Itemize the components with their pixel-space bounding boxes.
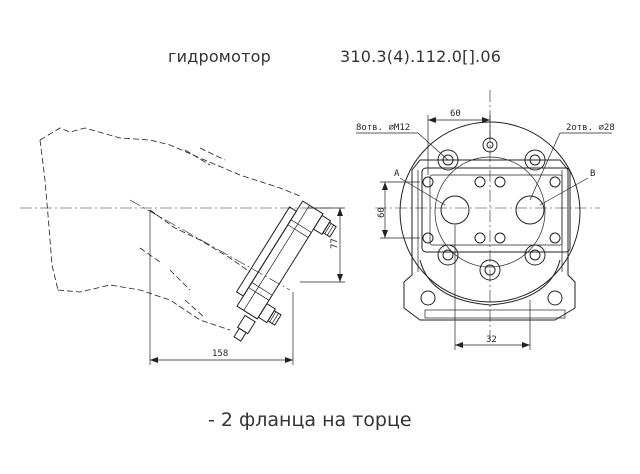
dim-77: 77	[300, 207, 345, 283]
callout-holes-label: 8отв. ⌀М12	[356, 123, 410, 133]
bolt	[437, 137, 546, 281]
dim-32: 32	[454, 225, 531, 350]
port-a-hole	[440, 195, 470, 225]
screw	[422, 176, 561, 244]
dim-60-top: 60	[427, 109, 491, 175]
port-b-label: B	[590, 169, 595, 179]
callout-holes: 8отв. ⌀М12	[356, 123, 449, 161]
axis-line	[129, 199, 291, 291]
port-labels: A B	[394, 169, 595, 206]
mount-flange	[403, 159, 576, 321]
callout-ports: 2отв. ⌀28	[529, 123, 615, 201]
dim-60-top-label: 60	[450, 109, 461, 119]
dim-77-label: 77	[330, 238, 340, 249]
dim-32-label: 32	[486, 335, 497, 345]
port-b-hole	[515, 195, 545, 225]
model-code: 310.3(4).112.0[].06	[340, 47, 502, 66]
end-flange	[235, 200, 337, 326]
ear-hole-right	[547, 290, 563, 306]
side-view: 158 77	[20, 127, 345, 365]
callout-ports-label: 2отв. ⌀28	[566, 123, 615, 133]
ear-hole-left	[420, 290, 436, 306]
end-view: 60 60 32 8отв. ⌀М12 2о	[356, 90, 615, 350]
dim-60-left: 60	[377, 181, 420, 239]
footer-caption: - 2 фланца на торце	[208, 409, 412, 431]
dim-158-label: 158	[212, 349, 228, 359]
product-name: гидромотор	[168, 47, 271, 66]
fitting	[233, 314, 256, 342]
port-a-label: A	[394, 169, 400, 179]
dim-60-left-label: 60	[377, 207, 387, 218]
dim-158: 158	[149, 210, 294, 365]
